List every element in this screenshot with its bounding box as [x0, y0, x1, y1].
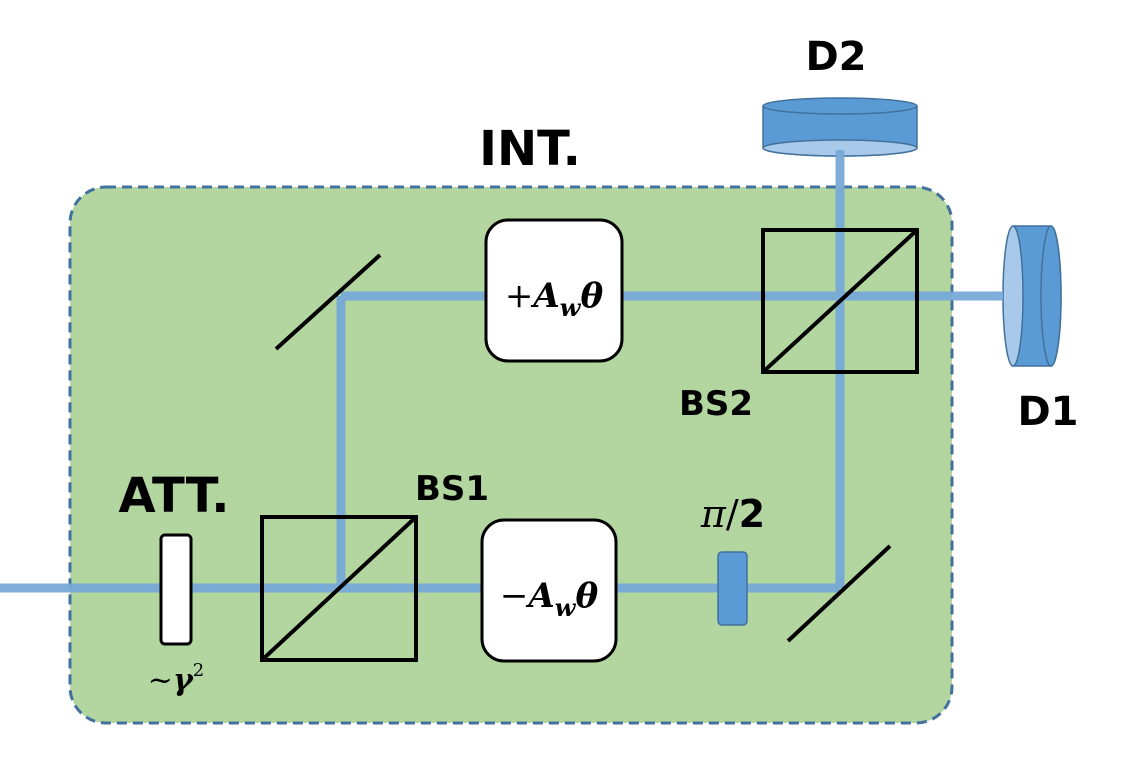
lower-arm-label: −Awθ — [500, 576, 599, 622]
mirror-bottom-right — [786, 544, 892, 643]
beam-splitter-bs2 — [761, 228, 919, 374]
beam-splitter-bs2-label: BS2 — [679, 384, 753, 424]
upper-arm-label: +Awθ — [505, 276, 604, 322]
detector-d2 — [762, 97, 918, 157]
attenuation-factor-label: ~γ2 — [148, 660, 204, 698]
upper-arm-box — [484, 218, 624, 363]
detector-d1-label: D1 — [1017, 389, 1078, 435]
beam-path — [0, 150, 1003, 593]
phase-plate-label: π/2 — [700, 492, 765, 536]
phase-plate — [717, 551, 748, 626]
mirror-top-left — [274, 253, 382, 351]
beam-splitter-bs1-label: BS1 — [415, 469, 489, 509]
interferometer-label: INT. — [479, 121, 581, 177]
beam-splitter-bs1 — [260, 515, 418, 662]
attenuator-label: ATT. — [119, 468, 230, 524]
detector-d2-label: D2 — [805, 34, 866, 80]
detector-d1 — [1002, 225, 1062, 367]
lower-arm-box — [480, 518, 618, 663]
attenuator-plate — [159, 533, 193, 646]
